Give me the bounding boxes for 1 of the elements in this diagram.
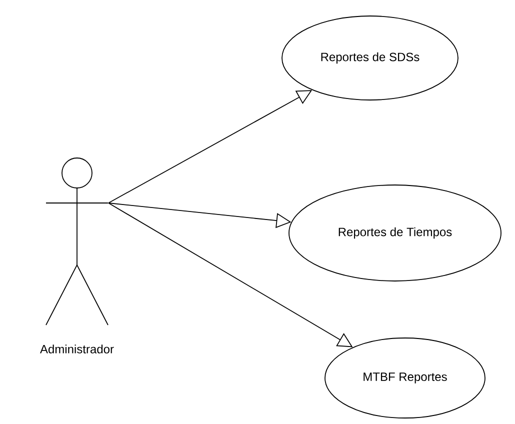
actor-label: Administrador — [40, 344, 114, 354]
